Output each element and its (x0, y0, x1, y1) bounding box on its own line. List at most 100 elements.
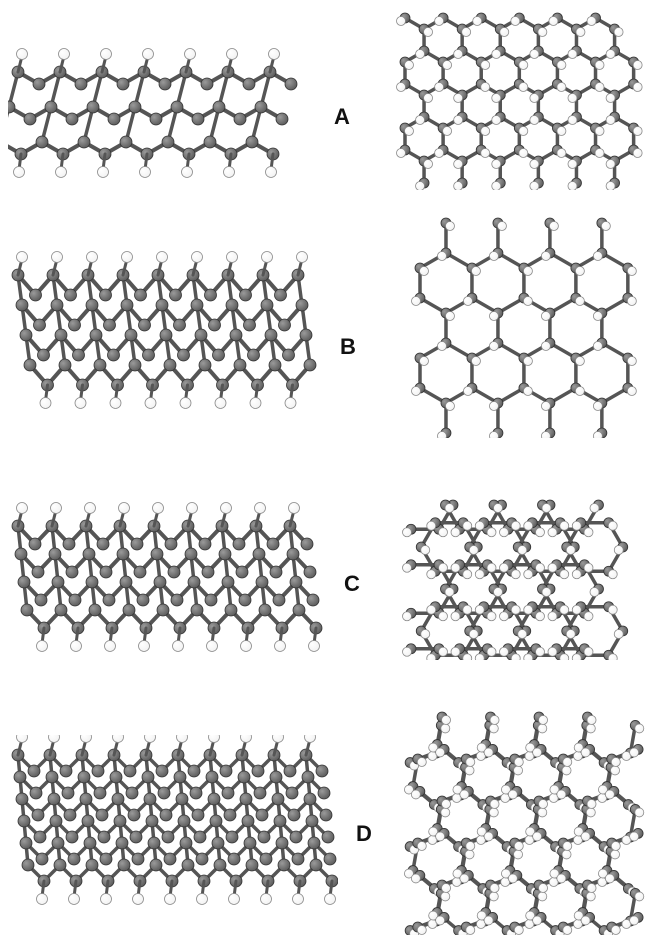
carbon-atom (317, 786, 331, 800)
hydrogen-atom (442, 126, 453, 136)
hydrogen-atom (249, 397, 262, 409)
row-d-top-structure (404, 711, 645, 935)
hydrogen-atom (501, 868, 511, 879)
carbon-atom (251, 764, 265, 778)
carbon-atom (170, 100, 184, 114)
hydrogen-atom (491, 93, 502, 103)
hydrogen-atom (402, 646, 412, 657)
carbon-atom (159, 328, 173, 342)
hydrogen-atom (441, 715, 451, 725)
carbon-atom (287, 808, 301, 822)
hydrogen-atom (585, 807, 596, 818)
hydrogen-atom (562, 841, 573, 851)
hydrogen-atom (416, 757, 427, 767)
hydrogen-atom (426, 653, 437, 660)
hydrogen-atom (594, 148, 605, 158)
hydrogen-atom (468, 545, 479, 555)
carbon-atom (233, 112, 247, 126)
carbon-atom (49, 814, 63, 828)
hydrogen-atom (571, 604, 582, 615)
carbon-atom (229, 328, 243, 342)
carbon-atom (129, 830, 143, 844)
hydrogen-atom (501, 784, 511, 795)
hydrogen-atom (240, 735, 252, 743)
carbon-atom (83, 836, 97, 850)
hydrogen-atom (468, 629, 479, 639)
hydrogen-atom (186, 502, 198, 514)
hydrogen-atom (404, 868, 414, 879)
carbon-atom (167, 565, 181, 579)
carbon-atom (72, 348, 85, 362)
hydrogen-atom (462, 604, 473, 615)
hydrogen-atom (629, 747, 640, 758)
hydrogen-atom (486, 562, 497, 573)
hydrogen-atom (453, 49, 464, 59)
hydrogen-atom (445, 221, 455, 231)
carbon-atom (209, 814, 223, 828)
hydrogen-atom (415, 49, 425, 59)
row-b-top-view (395, 208, 645, 438)
hydrogen-atom (442, 60, 453, 70)
carbon-atom (187, 575, 201, 589)
hydrogen-atom (547, 562, 558, 573)
carbon-atom (264, 328, 278, 342)
carbon-atom (173, 318, 186, 332)
hydrogen-atom (463, 296, 473, 306)
carbon-atom (128, 358, 142, 372)
hydrogen-atom (571, 653, 582, 660)
hydrogen-atom (84, 502, 96, 514)
hydrogen-atom (517, 545, 528, 555)
hydrogen-atom (580, 831, 591, 842)
hydrogen-atom (583, 646, 594, 657)
hydrogen-atom (489, 799, 500, 809)
carbon-atom (189, 786, 203, 800)
hydrogen-atom (51, 251, 63, 263)
hydrogen-atom (489, 341, 499, 351)
hydrogen-atom (440, 723, 451, 734)
row-a-side-structure (8, 48, 298, 178)
hydrogen-atom (444, 503, 455, 513)
carbon-atom (239, 792, 253, 806)
carbon-atom (86, 100, 100, 114)
carbon-atom (20, 603, 34, 617)
hydrogen-atom (488, 891, 499, 902)
carbon-atom (169, 288, 182, 302)
carbon-atom (269, 770, 283, 784)
hydrogen-atom (605, 159, 616, 169)
hydrogen-atom (296, 251, 308, 263)
hydrogen-atom (483, 831, 494, 842)
carbon-atom (187, 764, 201, 778)
hydrogen-atom (607, 653, 618, 660)
carbon-atom (155, 298, 169, 312)
carbon-atom (32, 77, 46, 91)
hydrogen-atom (547, 611, 558, 622)
carbon-atom (141, 770, 155, 784)
hydrogen-atom (452, 784, 463, 795)
carbon-atom (63, 808, 77, 822)
hydrogen-atom (410, 873, 421, 884)
carbon-atom (48, 547, 62, 561)
hydrogen-atom (435, 831, 446, 842)
carbon-atom (107, 348, 120, 362)
carbon-atom (204, 288, 217, 302)
hydrogen-atom (415, 115, 425, 125)
carbon-atom (164, 537, 178, 551)
hydrogen-atom (541, 587, 552, 597)
hydrogen-atom (254, 502, 266, 514)
row-b-side-view (8, 250, 318, 420)
carbon-atom (19, 328, 33, 342)
hydrogen-atom (499, 611, 509, 622)
hydrogen-atom (488, 723, 499, 734)
carbon-atom (243, 318, 256, 332)
hydrogen-atom (547, 527, 558, 538)
hydrogen-atom (523, 653, 534, 660)
hydrogen-atom (523, 266, 533, 276)
row-a-side-view (8, 38, 308, 198)
hydrogen-atom (491, 115, 502, 125)
hydrogen-atom (420, 545, 431, 555)
carbon-atom (130, 537, 144, 551)
hydrogen-atom (523, 356, 533, 366)
hydrogen-atom (438, 646, 448, 657)
carbon-atom (120, 298, 134, 312)
carbon-atom (232, 537, 246, 551)
